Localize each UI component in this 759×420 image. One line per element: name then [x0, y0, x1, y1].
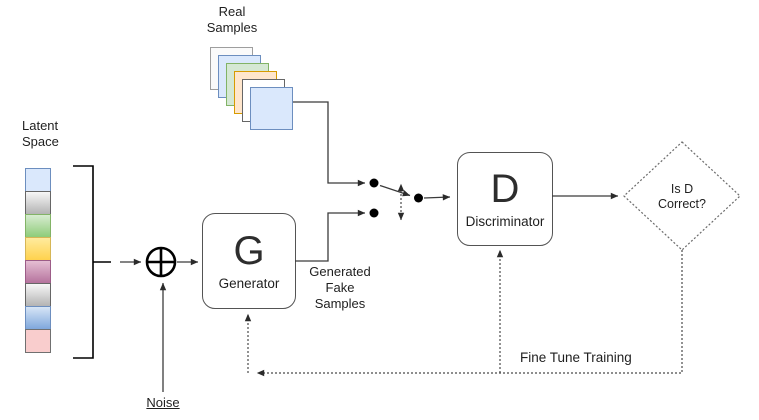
generated-fake-samples-label: Generated Fake Samples	[309, 264, 371, 311]
latent-cell-blue	[25, 168, 51, 192]
latent-cell-blue-grad	[25, 306, 51, 330]
circled-plus-icon	[145, 246, 177, 278]
is-d-correct-label: Is D Correct?	[658, 182, 706, 212]
fake-samples-connector	[295, 209, 366, 262]
discriminator-label: Discriminator	[465, 214, 545, 229]
real-samples-label: Real Samples	[206, 4, 258, 35]
latent-space-column	[25, 168, 51, 353]
discriminator-symbol: D	[490, 167, 520, 211]
real-samples-stack	[210, 47, 294, 131]
feedback-loop-line	[256, 250, 683, 377]
generator-box: G Generator	[202, 213, 296, 309]
latent-cell-salmon	[25, 329, 51, 353]
generator-symbol: G	[233, 229, 265, 273]
switch-real-dot	[369, 178, 379, 188]
sample-card-blue-front	[250, 87, 293, 130]
is-d-correct-diamond	[623, 141, 741, 251]
generator-label: Generator	[218, 276, 280, 291]
switch-output-dot	[414, 193, 423, 203]
latent-cell-pink	[25, 260, 51, 284]
switch-to-discriminator-arrow	[423, 194, 451, 201]
latent-space-label: Latent Space	[22, 118, 59, 149]
noise-label: Noise	[146, 395, 180, 410]
discriminator-box: D Discriminator	[457, 152, 553, 246]
latent-space-bracket	[73, 165, 111, 359]
fine-tune-training-label: Fine Tune Training	[520, 350, 632, 365]
switch-lever	[379, 184, 411, 197]
real-samples-connector	[293, 101, 366, 187]
switch-fake-dot	[369, 208, 379, 218]
latent-cell-gray-2	[25, 283, 51, 307]
